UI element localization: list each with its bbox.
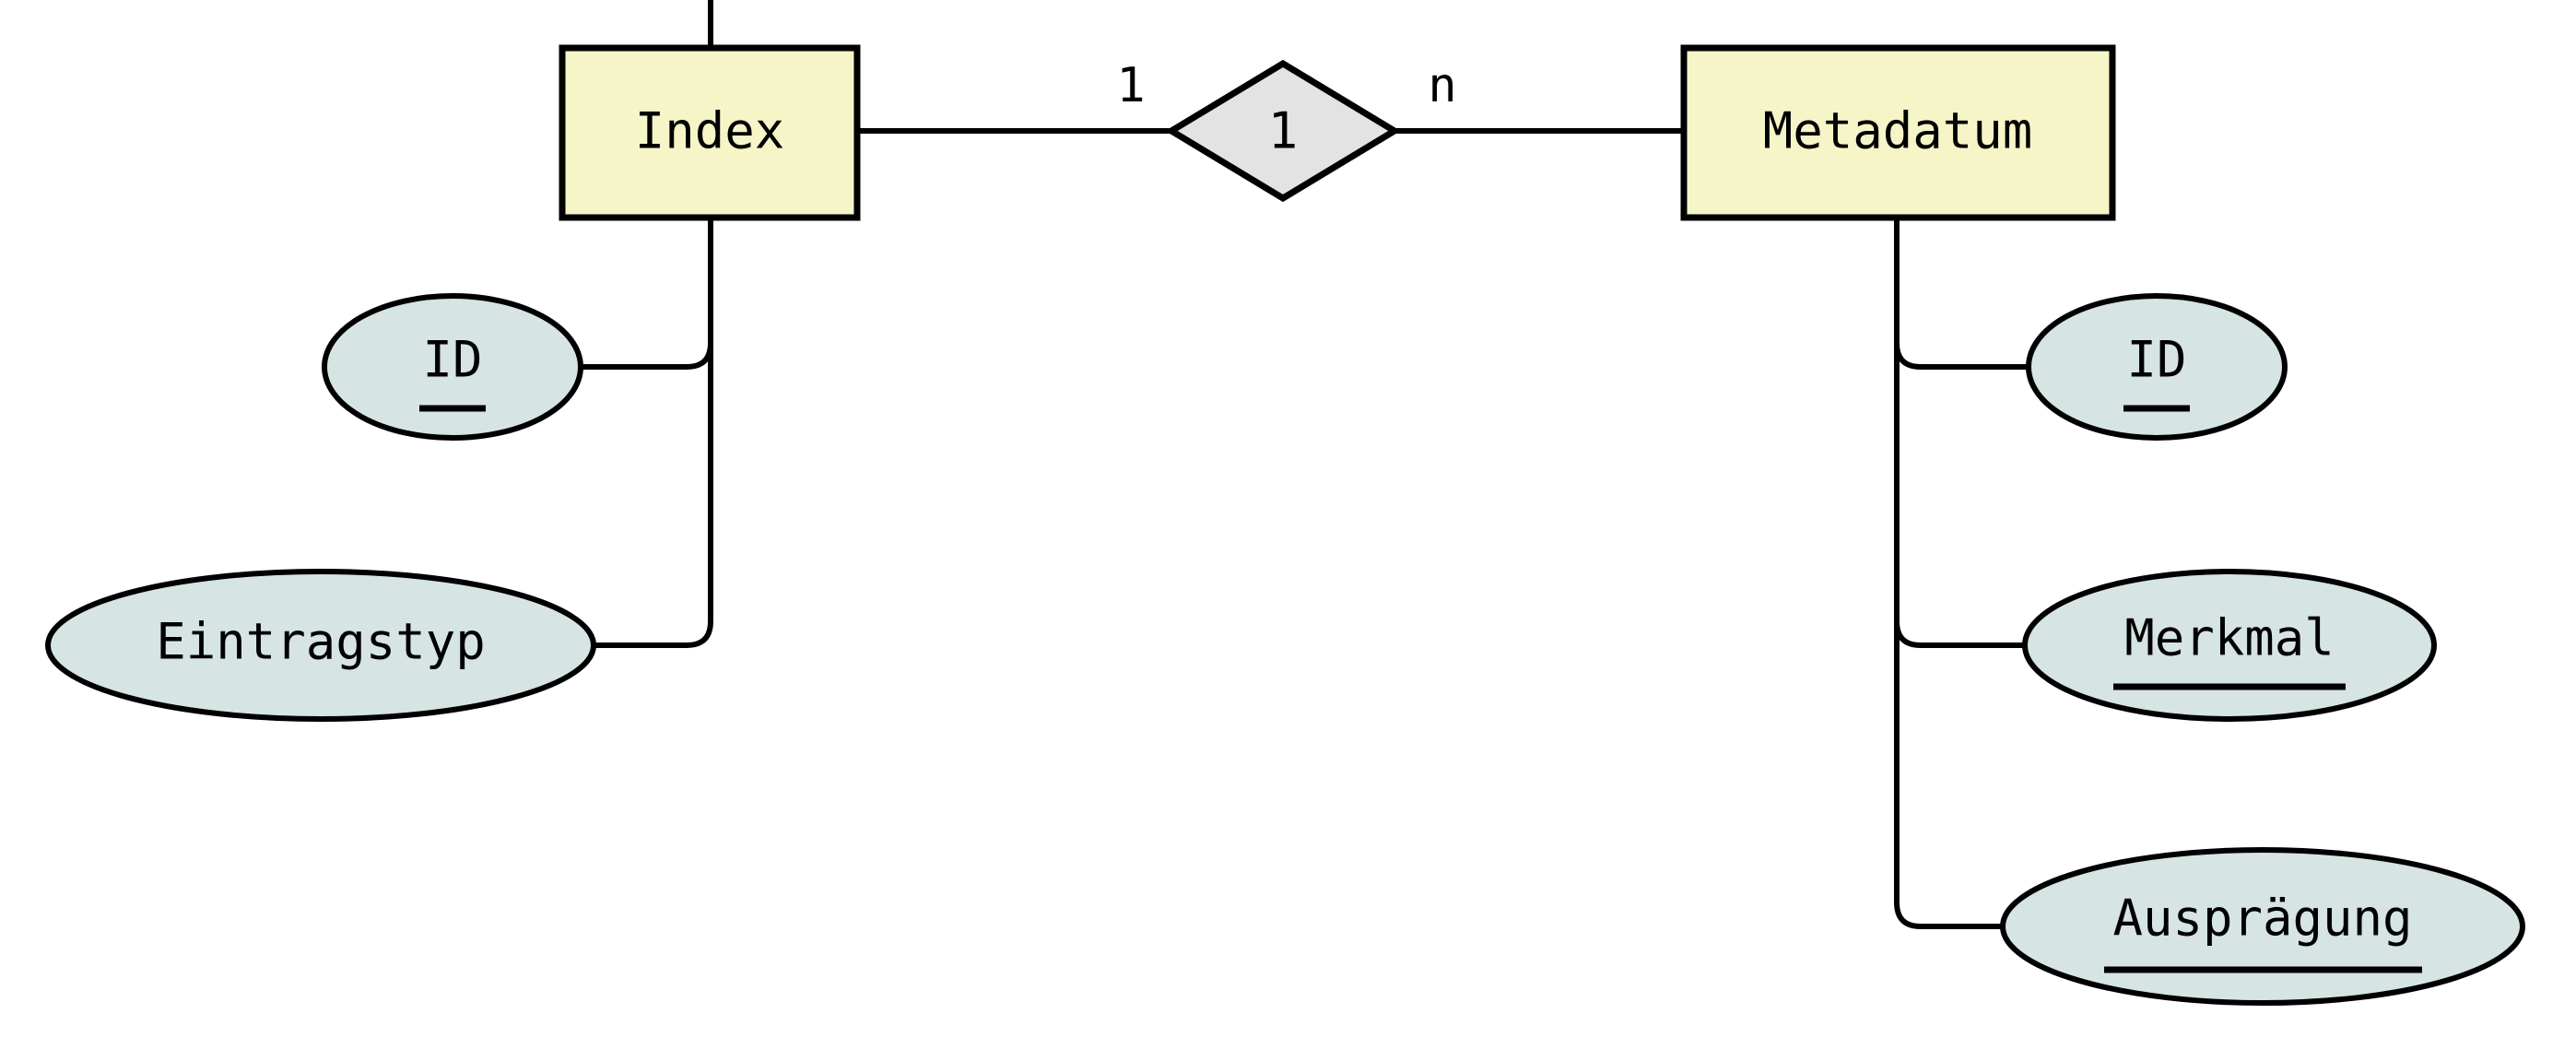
edge-metadatum-to-id — [1894, 218, 2029, 370]
attribute-metadatum-merkmal-label: Merkmal — [2124, 609, 2335, 667]
attribute-metadatum-id[interactable]: ID — [2026, 293, 2288, 441]
attribute-metadatum-merkmal-ellipse — [2022, 569, 2437, 722]
cardinality-left: 1 — [1116, 58, 1145, 113]
relationship-diamond-shape — [1165, 59, 1401, 203]
attribute-metadatum-auspraegung-label: Ausprägung — [2112, 890, 2412, 948]
edge-metadatum-to-auspraegung — [1894, 218, 2003, 929]
attribute-metadatum-auspraegung-ellipse — [2000, 847, 2525, 1006]
edge-index-to-eintragstyp — [594, 218, 713, 648]
cardinality-right: n — [1428, 58, 1456, 113]
entity-index-label: Index — [635, 102, 785, 160]
attribute-index-eintragstyp-label: Eintragstyp — [156, 613, 486, 671]
entity-metadatum-label: Metadatum — [1763, 102, 2033, 160]
entity-index-box — [559, 44, 861, 221]
attribute-metadatum-id-label: ID — [2126, 331, 2186, 389]
attribute-metadatum-auspraegung[interactable]: Ausprägung — [2000, 847, 2525, 1006]
relationship-diamond[interactable]: 1 — [1165, 59, 1401, 203]
relationship-label: 1 — [1268, 102, 1299, 160]
attribute-index-eintragstyp[interactable]: Eintragstyp — [45, 569, 596, 722]
entity-metadatum[interactable]: Metadatum — [1680, 44, 2116, 221]
attribute-metadatum-merkmal[interactable]: Merkmal — [2022, 569, 2437, 722]
edge-metadatum-to-merkmal — [1894, 218, 2025, 648]
entity-index[interactable]: Index — [559, 44, 861, 221]
attribute-index-id[interactable]: ID — [322, 293, 583, 441]
attribute-index-id-ellipse — [322, 293, 583, 441]
entity-metadatum-box — [1680, 44, 2116, 221]
attribute-index-eintragstyp-ellipse — [45, 569, 596, 722]
attribute-metadatum-id-ellipse — [2026, 293, 2288, 441]
attribute-index-id-label: ID — [422, 331, 482, 389]
